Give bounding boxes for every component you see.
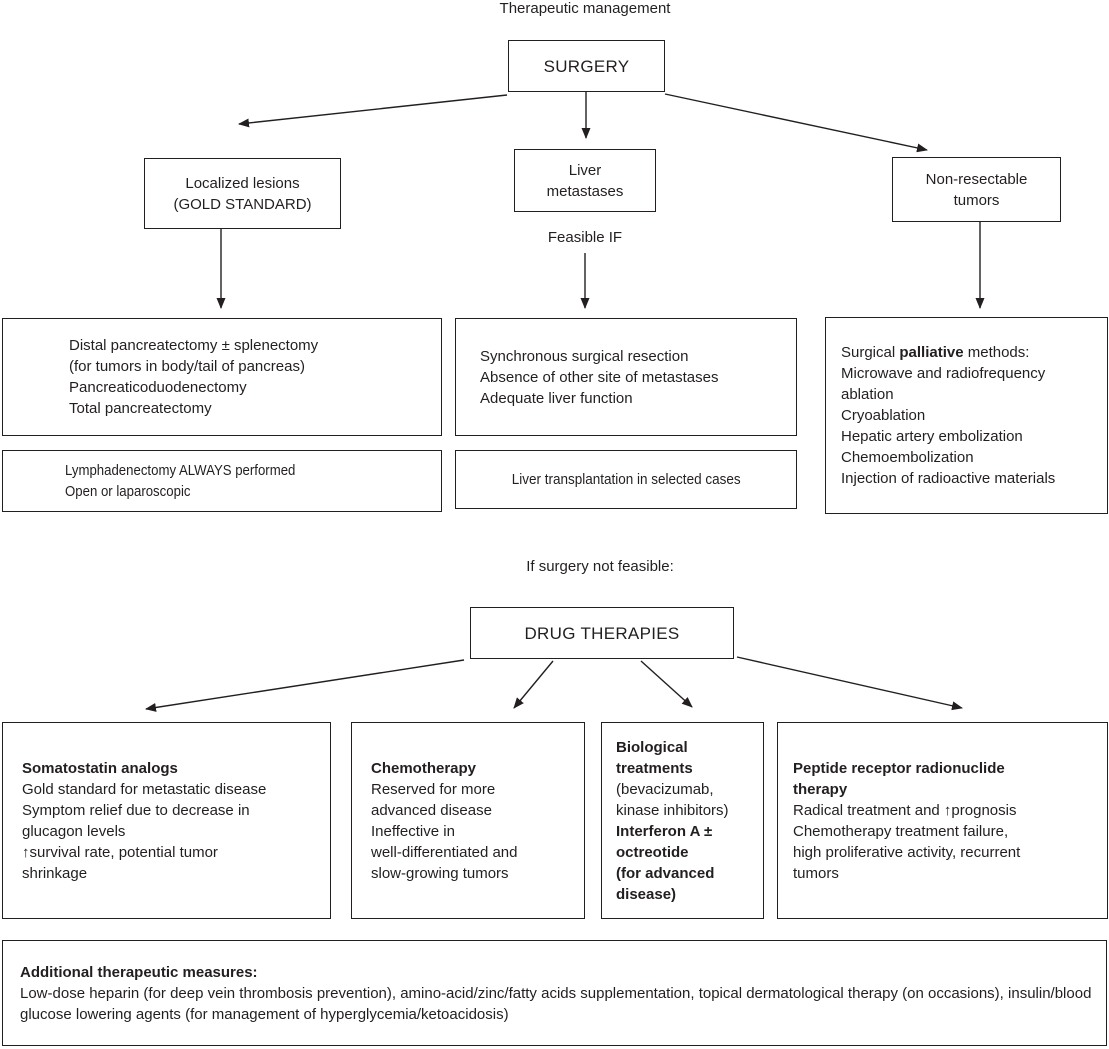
biological-bold-line: Interferon A ± [616,821,712,842]
biological-bold-text: (for advanced [616,864,715,882]
arrow-drug-to-somatostatin [145,659,465,712]
somatostatin-title: Somatostatin analogs [22,758,178,779]
drug-therapies-label: DRUG THERAPIES [524,623,680,643]
additional-title: Additional therapeutic measures: [20,962,258,983]
palliative-head-prefix: Surgical [841,344,900,361]
liver-metastases-line: metastases [546,182,624,200]
diagram-title: Therapeutic management [499,0,671,17]
somatostatin-title-text: Somatostatin analogs [22,759,178,777]
palliative-head-bold: palliative [899,344,964,361]
detail-line: Chemoembolization [841,449,974,466]
detail-line: Chemotherapy treatment failure, [793,822,1009,840]
liver-metastases-box: Liver metastases [514,149,656,212]
detail-line: Gold standard for metastatic disease [22,780,267,798]
detail-line: shrinkage [22,864,88,882]
transplant-line: Liver transplantation in selected cases [511,471,741,488]
biological-bold-line: disease) [616,884,676,905]
arrow-surgery-to-nonresectable [664,93,928,153]
detail-line: ↑survival rate, potential tumor [22,843,218,861]
biological-bold-text: Biological [616,738,688,756]
detail-line: Microwave and radiofrequency [841,365,1046,382]
detail-line: high proliferative activity, recurrent [793,843,1021,861]
peptide-title-text: therapy [793,780,848,798]
biological-bold-text: treatments [616,759,693,777]
non-resectable-box: Non-resectable tumors [892,157,1061,222]
detail-line: (for tumors in body/tail of pancreas) [69,358,305,375]
somatostatin-box: Somatostatin analogs Gold standard for m… [2,722,331,919]
non-resectable-line: tumors [953,191,1000,209]
detail-line: Pancreaticoduodenectomy [69,379,247,396]
detail-line: well-differentiated and [371,843,518,861]
detail-line: slow-growing tumors [371,864,509,882]
localized-lesions-box: Localized lesions (GOLD STANDARD) [144,158,341,229]
lymphadenectomy-line: Lymphadenectomy ALWAYS performed [65,462,296,479]
palliative-heading: Surgical palliative methods: [841,342,1029,363]
localized-line: (GOLD STANDARD) [173,195,312,213]
arrow-drug-to-chemotherapy [513,660,554,709]
chemotherapy-title-text: Chemotherapy [371,759,477,777]
not-feasible-label: If surgery not feasible: [526,558,674,575]
lymphadenectomy-box: Lymphadenectomy ALWAYS performed Open or… [2,450,442,512]
additional-measures-box: Additional therapeutic measures: Low-dos… [2,940,1107,1046]
peptide-box: Peptide receptor radionuclide therapy Ra… [777,722,1108,919]
chemotherapy-title: Chemotherapy [371,758,476,779]
biological-bold-text: octreotide [616,843,689,861]
surgery-label: SURGERY [543,56,630,76]
detail-line: Synchronous surgical resection [480,347,689,365]
detail-line: Adequate liver function [480,389,633,407]
biological-title-line: treatments [616,758,693,779]
detail-line: glucagon levels [22,822,126,840]
liver-metastases-line: Liver [568,161,602,179]
peptide-title-text: Peptide receptor radionuclide [793,759,1005,777]
localized-line: Localized lesions [185,174,300,192]
drug-therapies-box: DRUG THERAPIES [470,607,734,659]
detail-line: Reserved for more [371,780,496,798]
additional-text: Low-dose heparin (for deep vein thrombos… [20,984,1092,1023]
peptide-title-line: Peptide receptor radionuclide [793,758,1005,779]
detail-line: Absence of other site of metastases [480,368,719,386]
arrow-drug-to-biological [640,660,693,708]
detail-line: Distal pancreatectomy ± splenectomy [69,337,319,354]
chemotherapy-box: Chemotherapy Reserved for more advanced … [351,722,585,919]
palliative-head-suffix: methods: [963,344,1030,361]
arrow-drug-to-peptide [736,656,963,711]
detail-line: advanced disease [371,801,492,819]
detail-line: Radical treatment and ↑prognosis [793,801,1017,819]
detail-line: (bevacizumab, [616,780,714,798]
detail-line: Injection of radioactive materials [841,470,1056,487]
detail-line: tumors [793,864,839,882]
lymphadenectomy-line: Open or laparoscopic [65,483,191,500]
biological-bold-line: (for advanced [616,863,714,884]
biological-box: Biological treatments (bevacizumab, kina… [601,722,764,919]
biological-bold-text: disease) [616,885,677,903]
additional-title-text: Additional therapeutic measures: [20,963,258,981]
non-resectable-line: Non-resectable [925,170,1028,188]
biological-title-line: Biological [616,737,688,758]
localized-detail-box: Distal pancreatectomy ± splenectomy (for… [2,318,442,436]
detail-line: Hepatic artery embolization [841,428,1023,445]
feasible-if-label: Feasible IF [547,229,623,246]
biological-bold-line: octreotide [616,842,689,863]
liver-detail-box: Synchronous surgical resection Absence o… [455,318,797,436]
detail-line: ablation [841,386,894,403]
arrow-surgery-to-localized [238,94,508,128]
biological-bold-text: Interferon A ± [616,822,713,840]
surgery-box: SURGERY [508,40,665,92]
palliative-detail-box: Surgical palliative methods: Microwave a… [825,317,1108,514]
detail-line: Total pancreatectomy [69,400,212,417]
detail-line: Ineffective in [371,822,455,840]
detail-line: kinase inhibitors) [616,801,729,819]
detail-line: Cryoablation [841,407,926,424]
transplant-box: Liver transplantation in selected cases [455,450,797,509]
detail-line: Symptom relief due to decrease in [22,801,250,819]
peptide-title-line: therapy [793,779,847,800]
